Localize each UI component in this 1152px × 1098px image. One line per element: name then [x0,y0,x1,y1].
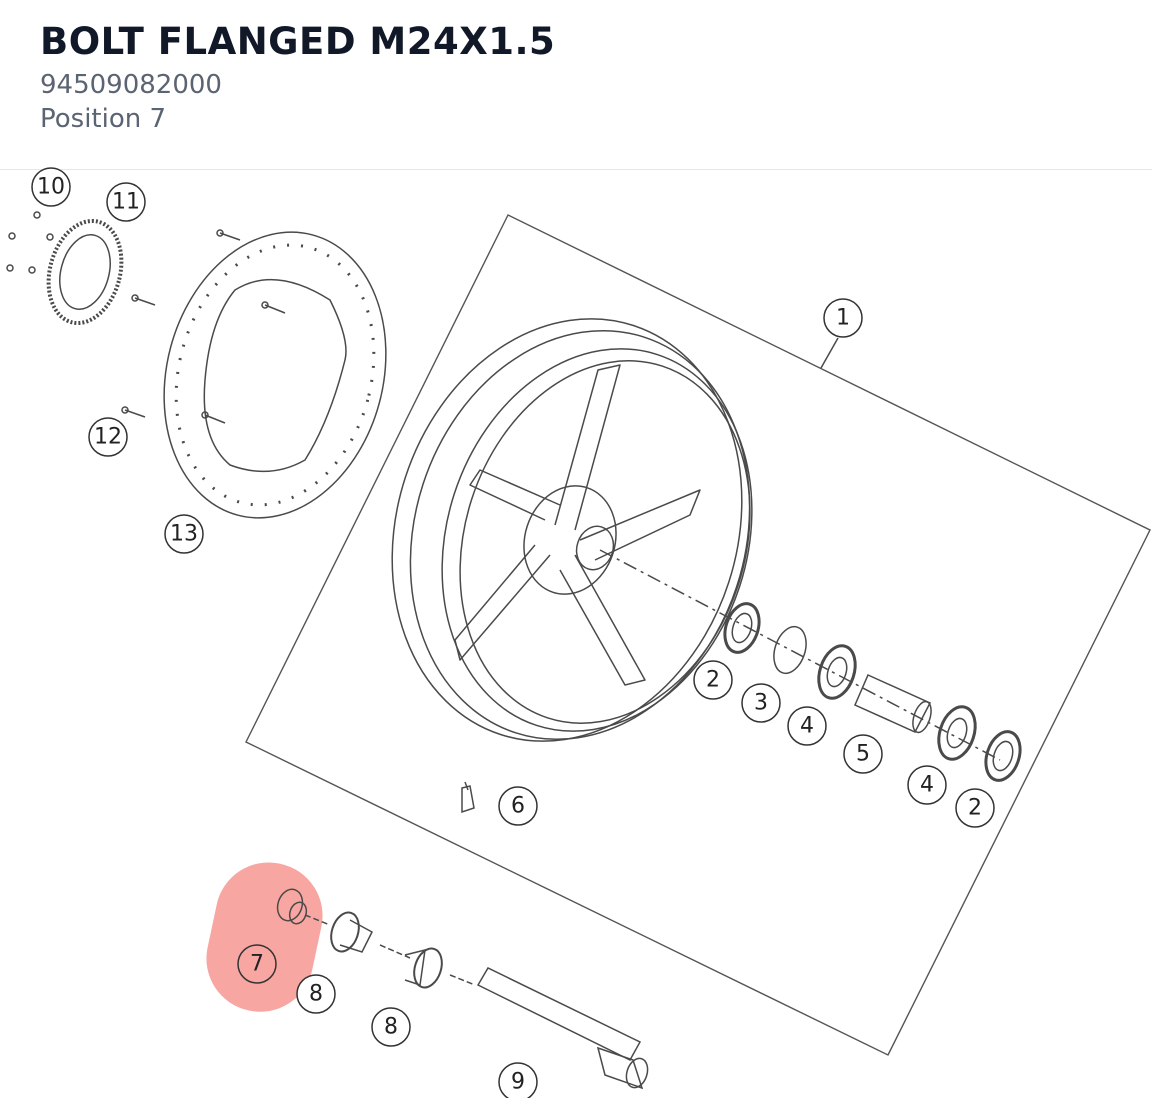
callout-4b-label: 4 [920,773,934,798]
disc-bolts-part-12 [121,229,286,424]
part-number: 94509082000 [40,70,222,100]
bearing-part-4 [817,644,857,700]
callout-8a-circle[interactable] [296,974,336,1014]
axle-centerline [599,549,1001,761]
callout-2b-circle[interactable] [955,788,995,828]
callout-11-label: 11 [112,190,140,215]
spacer-sleeve-part-5 [854,674,932,734]
header-divider [0,169,1152,170]
callout-11-circle[interactable] [106,182,146,222]
callout-9-label: 9 [511,1070,525,1095]
callout-5-circle[interactable] [843,734,883,774]
callout-1-circle[interactable] [823,298,863,338]
callout-3-circle[interactable] [741,683,781,723]
spacer-part-8-a [330,911,373,953]
callout-6-label: 6 [511,794,525,819]
callout-8b-label: 8 [384,1015,398,1040]
position-label: Position 7 [40,104,167,134]
callout-9-circle[interactable] [498,1062,538,1098]
callout-13-label: 13 [170,522,198,547]
callout-4b-circle[interactable] [907,765,947,805]
wheel-spokes [454,364,701,686]
callout-6-circle[interactable] [498,786,538,826]
callout-2b-label: 2 [968,796,982,821]
callout-7-label: 7 [250,952,264,977]
callout-8a-label: 8 [309,982,323,1007]
seal-part-2 [723,602,761,654]
selected-position-highlight [206,862,323,1012]
seal-part-2-b [984,730,1022,782]
part-title: BOLT FLANGED M24X1.5 [40,20,556,63]
callout-13-circle[interactable] [164,514,204,554]
bearing-part-4-b [937,705,977,761]
callout-12-label: 12 [94,425,122,450]
wheel-rim [391,318,753,742]
wheel-assembly-frame [245,214,1151,1056]
spacer-part-8-b [379,944,476,989]
part-header: BOLT FLANGED M24X1.5 94509082000 Positio… [0,0,1152,170]
callout-12-circle[interactable] [88,417,128,457]
brake-disc-part-13 [163,231,387,519]
callout-8b-circle[interactable] [371,1007,411,1047]
callout-3-label: 3 [754,691,768,716]
callout-4a-label: 4 [800,714,814,739]
callout-10-circle[interactable] [31,167,71,207]
callout-5-label: 5 [856,742,870,767]
callout-1-leader [820,337,839,369]
flanged-bolt-part-7 [276,888,331,926]
sensor-ring-part-11 [46,218,124,326]
valve-part-6 [461,781,475,814]
callout-10-label: 10 [37,175,65,200]
circlip-part-3 [773,625,807,675]
axle-part-9 [476,967,649,1090]
small-screws-part-10 [6,211,54,274]
callout-7-circle[interactable] [237,944,277,984]
callout-4a-circle[interactable] [787,706,827,746]
callout-2a-circle[interactable] [693,660,733,700]
callout-2a-label: 2 [706,668,720,693]
callout-1-label: 1 [836,306,850,331]
